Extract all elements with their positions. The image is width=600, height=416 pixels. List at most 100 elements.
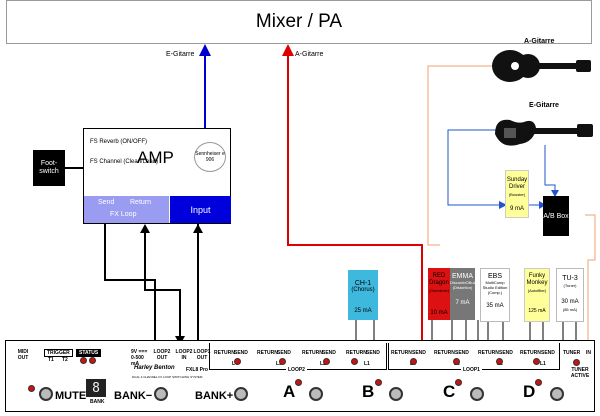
b-footswitch[interactable]	[389, 387, 403, 401]
loop2-l3-label: L3	[276, 361, 282, 367]
loop1-l3-led	[453, 358, 460, 365]
loop1-l4-led	[410, 358, 417, 365]
loop2-l1-led	[351, 358, 358, 365]
tuner-pedal: TU-3 (Tuner) 30 mA (85 mA)	[556, 268, 584, 322]
amp-input-jack: Input	[170, 196, 231, 223]
ch1-name: CH-1	[354, 280, 372, 287]
electric-guitar-label: E-Gitarre	[529, 102, 559, 109]
funky-current: 125 mA	[528, 308, 546, 314]
l1b-send-label: SEND	[366, 350, 380, 356]
brand-label: Harley Benton	[134, 365, 175, 371]
bank-up-footswitch[interactable]	[234, 387, 248, 401]
loop2-l3-led	[279, 358, 286, 365]
l2b-send-label: SEND	[322, 350, 336, 356]
sunday-current: 9 mA	[509, 206, 524, 212]
c-footswitch[interactable]	[470, 387, 484, 401]
ebs-name: EBS	[487, 273, 502, 280]
sunday-driver-pedal: Sunday Driver (Booster) 9 mA	[505, 170, 529, 218]
loop1-l2-send-label: SEND	[499, 350, 513, 356]
e-gitarre-cable-label: E-Gitarre	[166, 51, 195, 58]
tu3-type: (Tuner)	[563, 283, 577, 288]
d-label: D	[523, 382, 536, 401]
funky-monkey-pedal: Funky Monkey (Autofilter) 125 mA	[524, 268, 550, 322]
in-label: IN	[586, 350, 591, 356]
fs-channel-label: FS Channel (Clean/Lead)	[90, 159, 159, 165]
l1b-return-label: RETURN	[346, 350, 367, 356]
mute-led	[28, 385, 35, 392]
footswitch-label: Foot-switch	[39, 160, 59, 175]
t1-label: T1	[48, 357, 54, 363]
loop2-l4-led	[234, 358, 241, 365]
ch1-current: 25 mA	[354, 308, 372, 314]
chorus-pedal: CH-1 (Chorus) 25 mA	[348, 270, 378, 320]
t2-label: T2	[62, 357, 68, 363]
fx-send-cable	[104, 224, 156, 345]
loop1-l1-led	[533, 358, 540, 365]
red-name: RED Dragon	[429, 273, 449, 286]
fs-reverb-label: FS Reverb (ON/OFF)	[90, 139, 148, 145]
ebs-current: 35 mA	[486, 303, 504, 309]
status-led-2	[89, 357, 96, 364]
loop1-l1-send-label: SEND	[541, 350, 555, 356]
mixer-pa-box: Mixer / PA	[6, 0, 592, 44]
fx-loop-panel: Send Return FX Loop	[84, 196, 169, 223]
tu3-current-max: (85 mA)	[562, 307, 578, 312]
tuner-active-led	[573, 359, 580, 366]
emma-current: 7 mA	[455, 300, 470, 306]
ch1-type: (Chorus)	[351, 287, 375, 293]
electric-guitar-cable	[447, 129, 505, 206]
sunday-name: Sunday Driver	[506, 177, 528, 190]
loop2-label: LOOP2	[286, 367, 307, 373]
ab-box-output-cable	[585, 214, 596, 345]
red-current: 10 mA	[430, 310, 448, 316]
red-arrowhead	[282, 44, 294, 56]
loop2-out-label: LOOP2 OUT	[153, 349, 171, 361]
loop2-l2-label: L2	[320, 361, 326, 367]
fx-loop-switcher: MIDI OUT TRIGGER STATUS T1 T2 9V === 0-5…	[5, 340, 595, 412]
d-footswitch[interactable]	[550, 387, 564, 401]
ab-arrowhead	[551, 190, 559, 197]
loop1-out-label: LOOP1 OUT	[193, 349, 211, 361]
a-gitarre-cable-label: A-Gitarre	[295, 51, 324, 58]
sunday-type: (Booster)	[508, 192, 526, 197]
loop1-l4-return-label: RETURN	[391, 350, 412, 356]
electric-guitar-icon	[495, 119, 593, 146]
tuner-active-label: TUNER ACTIVE	[570, 367, 590, 379]
d-led	[535, 379, 542, 386]
ab-box: A/B Box	[543, 196, 569, 236]
amp-title: AMP	[137, 148, 174, 167]
loop1-l1-return-label: RETURN	[520, 350, 541, 356]
funky-name: Funky Monkey	[526, 273, 548, 286]
bank-down-label: BANK−	[114, 390, 153, 402]
a-footswitch[interactable]	[309, 387, 323, 401]
emma-type: DiscumbOBulator (Distortion)	[450, 280, 482, 290]
red-type: (Overdrive)	[428, 288, 449, 293]
footswitch: Foot-switch	[33, 150, 65, 186]
sunday-arrowhead	[499, 201, 507, 209]
mixer-label: Mixer / PA	[255, 11, 343, 32]
return-arrowhead	[140, 224, 150, 233]
midi-out-label: MIDI OUT	[17, 349, 29, 361]
a-label: A	[283, 382, 296, 401]
acoustic-guitar-label: A-Gitarre	[524, 38, 555, 45]
trigger-label: TRIGGER	[44, 349, 73, 357]
tu3-current: 30 mA	[561, 299, 579, 305]
tu3-name: TU-3	[562, 275, 578, 282]
b-led	[375, 379, 382, 386]
fx-send-label: Send	[98, 199, 115, 206]
blue-arrowhead	[199, 44, 211, 56]
mute-footswitch[interactable]	[39, 387, 53, 401]
funky-type: (Autofilter)	[527, 288, 547, 293]
emma-name: EMMA	[452, 273, 473, 280]
loop1-label: LOOP1	[461, 367, 482, 373]
bank-up-label: BANK+	[195, 390, 234, 402]
bank-down-footswitch[interactable]	[154, 387, 168, 401]
red-dragon-pedal: RED Dragon (Overdrive) 10 mA	[428, 268, 450, 320]
l3-return-label: RETURN	[257, 350, 278, 356]
mic-label: Sennheiser e 906	[195, 151, 225, 163]
a-led	[295, 379, 302, 386]
model-label: FXL8 Pro	[186, 367, 208, 373]
acoustic-guitar-cable	[427, 65, 500, 246]
input-arrowhead	[193, 224, 203, 233]
emma-pedal: EMMA DiscumbOBulator (Distortion) 7 mA	[450, 268, 482, 320]
